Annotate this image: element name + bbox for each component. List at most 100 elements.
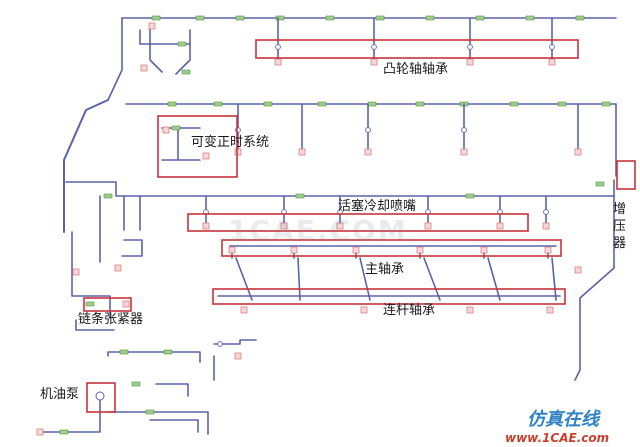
outlet-node [574, 266, 582, 274]
outlet-node [546, 306, 554, 314]
outlet-node [416, 246, 424, 254]
oil-pipe [235, 257, 253, 301]
label-chain-tensioner: 链条张紧器 [78, 312, 144, 327]
pipe-node [275, 15, 285, 21]
label-vvt: 可变正时系统 [191, 135, 270, 150]
pipe-node [167, 101, 177, 107]
outlet-node [574, 148, 582, 156]
outlet-node [280, 222, 288, 230]
pipe-node [213, 101, 223, 107]
highlight-box [616, 160, 636, 190]
pipe-node [103, 193, 113, 199]
pipe-node [59, 429, 69, 435]
outlet-node [548, 58, 556, 66]
pipe-node [425, 15, 435, 21]
junction-node [275, 44, 281, 50]
label-piston-nozzle: 活塞冷却喷嘴 [338, 199, 417, 214]
oil-pipe [107, 411, 209, 435]
outlet-node [370, 58, 378, 66]
pipe-node [263, 101, 273, 107]
highlight-box [221, 239, 562, 257]
oil-pipe [107, 351, 201, 363]
pipe-node [163, 349, 173, 355]
outlet-node [460, 148, 468, 156]
oil-pipe [149, 419, 199, 433]
pipe-node [525, 15, 535, 21]
oil-pipe [63, 99, 109, 233]
pipe-node [235, 15, 245, 21]
outlet-node [234, 352, 242, 360]
oil-pipe [107, 17, 123, 101]
site-logo-url: www.1CAE.com [505, 431, 610, 445]
junction-node [371, 44, 377, 50]
outlet-node [148, 22, 156, 30]
outlet-node [228, 246, 236, 254]
highlight-box [212, 288, 566, 305]
outlet-node [290, 246, 298, 254]
oil-pipe [551, 257, 557, 301]
outlet-node [202, 222, 210, 230]
pipe-node [557, 101, 567, 107]
junction-node [461, 127, 467, 133]
pipe-node [465, 193, 475, 199]
label-main-bearing: 主轴承 [365, 262, 405, 277]
pipe-node [325, 15, 335, 21]
outlet-node [542, 222, 550, 230]
oil-pipe [297, 257, 301, 301]
outlet-node [364, 148, 372, 156]
label-cam-bearing: 凸轮轴轴承 [383, 62, 449, 77]
outlet-node [298, 148, 306, 156]
pipe-node [509, 101, 519, 107]
junction-node [365, 127, 371, 133]
pipe-node [575, 15, 585, 21]
pipe-node [171, 125, 181, 131]
oil-pipe [359, 257, 371, 301]
outlet-node [496, 222, 504, 230]
oil-pipe [213, 339, 257, 345]
outlet-node [202, 152, 210, 160]
outlet-node [114, 264, 122, 272]
oil-pipe [149, 25, 163, 73]
pipe-node [595, 181, 605, 187]
pipe-node [195, 15, 205, 21]
pipe-node [367, 101, 377, 107]
watermark-text: 1CAE.COM [228, 214, 408, 247]
outlet-node [466, 58, 474, 66]
highlight-box [187, 213, 529, 232]
outlet-node [424, 222, 432, 230]
highlight-box [86, 382, 116, 413]
pipe-node [131, 381, 141, 387]
outlet-node [336, 222, 344, 230]
junction-node [543, 209, 549, 215]
oil-pipe [574, 179, 615, 381]
oil-pipe [175, 29, 191, 75]
site-logo-title: 仿真在线 [527, 409, 599, 430]
outlet-node [72, 268, 80, 276]
pipe-node [145, 409, 155, 415]
oil-pipe [423, 257, 441, 301]
oil-pipe [71, 231, 111, 319]
outlet-node [240, 306, 248, 314]
highlight-box [83, 297, 132, 312]
outlet-node [36, 428, 44, 436]
outlet-node [544, 246, 552, 254]
oil-pump-symbol [95, 391, 105, 401]
outlet-node [352, 246, 360, 254]
pipe-node [601, 101, 611, 107]
pipe-node [295, 193, 305, 199]
oil-pipe [155, 383, 189, 397]
junction-node [217, 341, 223, 347]
outlet-node [122, 300, 130, 308]
label-conrod-bearing: 连杆轴承 [383, 303, 436, 318]
oil-pipe [65, 181, 615, 197]
outlet-node [140, 64, 148, 72]
oil-pipe [121, 239, 143, 257]
pipe-node [85, 301, 95, 307]
label-oil-pump: 机油泵 [40, 387, 80, 402]
pipe-node [415, 101, 425, 107]
pipe-node [119, 349, 129, 355]
oil-pipe [75, 319, 115, 331]
junction-node [467, 44, 473, 50]
outlet-node [274, 58, 282, 66]
